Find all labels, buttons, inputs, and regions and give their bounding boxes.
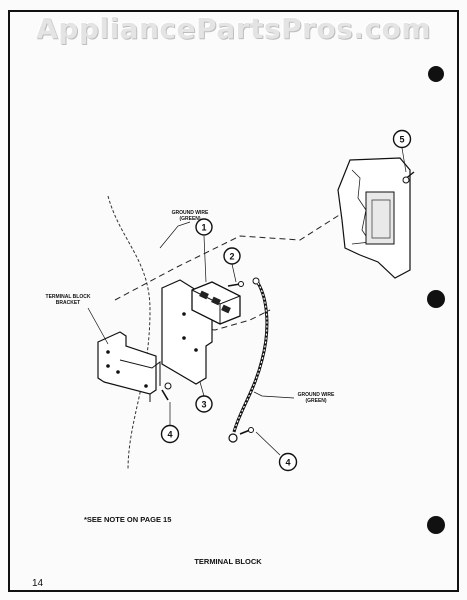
screw-part-2	[227, 281, 244, 287]
callout-2: 2	[223, 247, 241, 265]
projection-line-middle	[181, 309, 271, 331]
label-terminal-block-bracket: TERMINAL BLOCK	[46, 294, 91, 300]
terminal-block-bracket	[97, 331, 161, 402]
frame-border-bottom	[8, 590, 459, 592]
frame-border-left	[8, 10, 10, 592]
frame-border-top	[8, 10, 459, 12]
callout-5: 5	[392, 129, 412, 149]
svg-text:3: 3	[201, 400, 206, 410]
diagram-title: TERMINAL BLOCK	[194, 557, 262, 566]
label-ground-wire-top: GROUND WIRE	[172, 210, 209, 216]
leader-lines	[87, 147, 407, 456]
label-ground-wire-bottom: GROUND WIRE	[298, 392, 335, 398]
label-ground-wire-bottom-color: (GREEN)	[305, 398, 326, 404]
cabinet-outline-line	[107, 195, 151, 471]
svg-text:2: 2	[229, 252, 234, 262]
page-number: 14	[32, 578, 44, 589]
callout-4-left: 4	[160, 424, 180, 444]
svg-text:4: 4	[285, 458, 290, 468]
screw-part-4-left	[161, 382, 172, 401]
binder-hole-middle	[427, 290, 445, 308]
callout-1: 1	[195, 218, 213, 236]
binder-hole-bottom	[427, 516, 445, 534]
ground-wire-green-right	[228, 277, 269, 443]
cabinet-corner	[337, 157, 415, 279]
frame-border-right	[457, 10, 459, 592]
label-terminal-block-bracket-2: BRACKET	[56, 300, 80, 306]
svg-text:1: 1	[201, 223, 206, 233]
svg-text:4: 4	[167, 430, 172, 440]
callout-3: 3	[195, 395, 213, 413]
terminal-block	[191, 281, 241, 325]
watermark: AppliancePartsPros.com	[36, 12, 431, 45]
see-note-text: *SEE NOTE ON PAGE 15	[84, 515, 171, 524]
svg-text:5: 5	[399, 135, 404, 145]
label-ground-wire-top-color: (GREEN)	[179, 216, 200, 222]
callout-4-right: 4	[278, 452, 298, 472]
binder-hole-top	[428, 66, 444, 82]
